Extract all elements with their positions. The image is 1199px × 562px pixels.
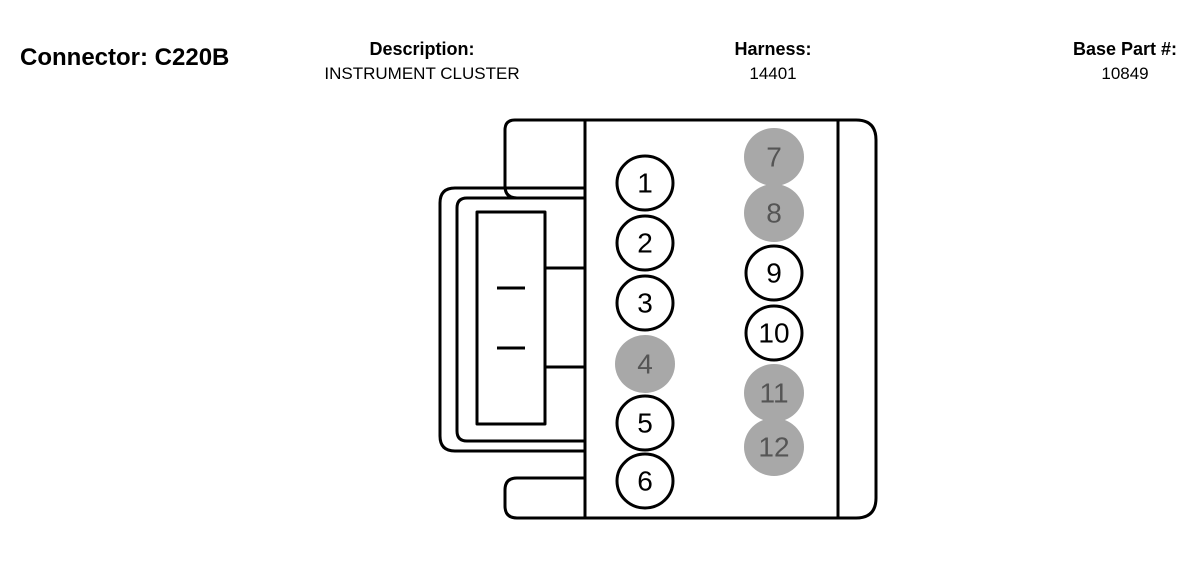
pin-5-cavity: [615, 394, 675, 452]
pin-5-label: 5: [637, 408, 653, 439]
pin-8: 8: [744, 184, 804, 242]
base-part-field: Base Part #: 10849: [1058, 38, 1192, 85]
connector-housing: [438, 118, 878, 520]
pin-10-label: 10: [758, 318, 789, 349]
pin-1-cavity: [615, 154, 675, 212]
pin-4-label: 4: [637, 349, 653, 380]
pin-11-label: 11: [759, 378, 788, 409]
pin-2: 2: [615, 214, 675, 272]
pin-2-cavity: [615, 214, 675, 272]
description-field: Description: INSTRUMENT CLUSTER: [300, 38, 544, 85]
latch-window: [475, 210, 547, 426]
pin-11: 11: [744, 364, 804, 422]
pin-12-cavity: [744, 418, 804, 476]
pin-6-label: 6: [637, 466, 653, 497]
pin-12: 12: [744, 418, 804, 476]
housing-top-tab: [503, 118, 585, 200]
pin-3: 3: [615, 274, 675, 332]
pin-9-label: 9: [766, 258, 782, 289]
pin-6-cavity: [615, 452, 675, 510]
housing-body: [583, 118, 878, 520]
pin-2-label: 2: [637, 228, 653, 259]
pin-9: 9: [744, 244, 804, 302]
pin-4-cavity: [615, 335, 675, 393]
pin-7: 7: [744, 128, 804, 186]
pin-4: 4: [615, 335, 675, 393]
harness-field: Harness: 14401: [713, 38, 833, 85]
pin-3-cavity: [615, 274, 675, 332]
base-part-value: 10849: [1101, 64, 1149, 83]
harness-value: 14401: [749, 64, 797, 83]
pin-1-label: 1: [637, 168, 653, 199]
pin-10-cavity: [744, 304, 804, 362]
pin-7-label: 7: [766, 142, 782, 173]
description-label: Description:: [369, 39, 475, 59]
pin-12-label: 12: [758, 432, 789, 463]
pin-8-label: 8: [766, 198, 782, 229]
pin-7-cavity: [744, 128, 804, 186]
pin-3-label: 3: [637, 288, 653, 319]
pin-11-cavity: [744, 364, 804, 422]
harness-label: Harness:: [734, 39, 812, 59]
pin-5: 5: [615, 394, 675, 452]
pin-10: 10: [744, 304, 804, 362]
pin-1: 1: [615, 154, 675, 212]
latch-outer: [438, 186, 585, 453]
connector-title: Connector: C220B: [20, 44, 230, 71]
base-part-label: Base Part #:: [1072, 39, 1178, 59]
description-value: INSTRUMENT CLUSTER: [324, 64, 520, 83]
housing-bottom-tab: [503, 476, 585, 520]
pin-9-cavity: [744, 244, 804, 302]
latch-inner: [455, 196, 585, 443]
pin-8-cavity: [744, 184, 804, 242]
pin-6: 6: [615, 452, 675, 510]
